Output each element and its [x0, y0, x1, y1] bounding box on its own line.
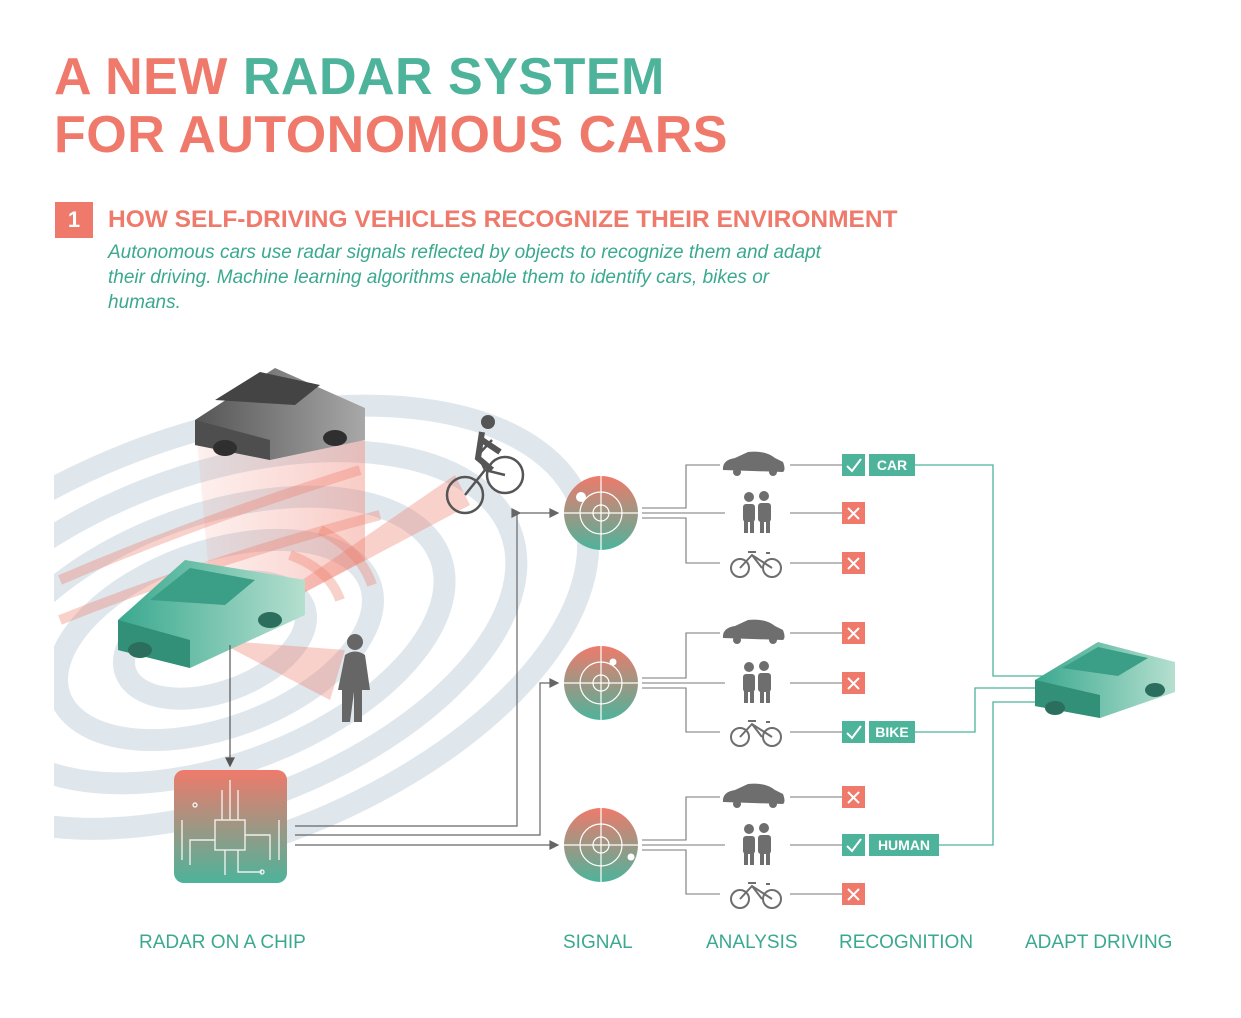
check-icon-row3	[842, 834, 865, 856]
result-tag-car: CAR	[869, 454, 915, 476]
autonomous-car-icon	[118, 560, 305, 668]
result-label-human: HUMAN	[878, 837, 930, 853]
cross-icon-row2-b	[842, 672, 865, 694]
analysis-human-icon-3	[743, 823, 771, 865]
signal-circle-3	[564, 808, 638, 882]
stage-label-signal: SIGNAL	[563, 932, 633, 953]
stage-label-radar-on-chip: RADAR ON A CHIP	[139, 932, 306, 953]
check-icon-row1	[842, 454, 865, 476]
section-heading: HOW SELF-DRIVING VEHICLES RECOGNIZE THEI…	[108, 206, 898, 233]
stage-label-analysis: ANALYSIS	[706, 932, 798, 953]
analysis-human-icon-1	[743, 491, 771, 533]
section-description: Autonomous cars use radar signals reflec…	[108, 242, 821, 313]
analysis-bike-icon-3	[730, 882, 782, 909]
recognition-marks	[842, 454, 865, 905]
cross-icon-row1-b	[842, 502, 865, 524]
chip-signal-connectors	[295, 508, 560, 850]
stage-label-recognition: RECOGNITION	[839, 932, 974, 953]
analysis-icons	[722, 451, 785, 909]
title-line-2: FOR AUTONOMOUS CARS	[54, 106, 728, 164]
cross-icon-row3-c	[842, 883, 865, 905]
analysis-bike-icon-2	[730, 720, 782, 747]
adapt-driving-car-icon	[1035, 642, 1175, 718]
arrow-car-to-chip	[225, 645, 235, 768]
signal-circle-2	[564, 646, 638, 720]
stage-label-adapt-driving: ADAPT DRIVING	[1025, 932, 1173, 953]
main-title: A NEW RADAR SYSTEM FOR AUTONOMOUS CARS	[54, 48, 728, 164]
gray-car-icon	[195, 368, 365, 460]
title-part-radar-system: RADAR SYSTEM	[242, 48, 665, 106]
analysis-human-icon-2	[743, 661, 771, 703]
cross-icon-row2-a	[842, 622, 865, 644]
cross-icon-row3-a	[842, 786, 865, 808]
analysis-branches	[642, 464, 842, 895]
analysis-car-icon-3	[722, 783, 785, 808]
result-label-bike: BIKE	[875, 724, 908, 740]
analysis-car-icon-1	[722, 451, 785, 476]
analysis-bike-icon-1	[730, 551, 782, 578]
check-icon-row2	[842, 721, 865, 743]
signal-circle-1	[564, 476, 638, 550]
result-label-car: CAR	[877, 457, 907, 473]
pedestrian-icon	[338, 634, 370, 722]
result-tag-bike: BIKE	[869, 721, 915, 743]
title-part-a-new: A NEW	[54, 48, 228, 106]
section-number-badge: 1	[55, 202, 93, 238]
result-tag-human: HUMAN	[869, 834, 939, 856]
analysis-car-icon-2	[722, 619, 785, 644]
cross-icon-row1-c	[842, 552, 865, 574]
radar-chip-icon	[174, 770, 287, 883]
cyclist-icon	[445, 415, 525, 515]
result-connectors	[915, 464, 1045, 846]
